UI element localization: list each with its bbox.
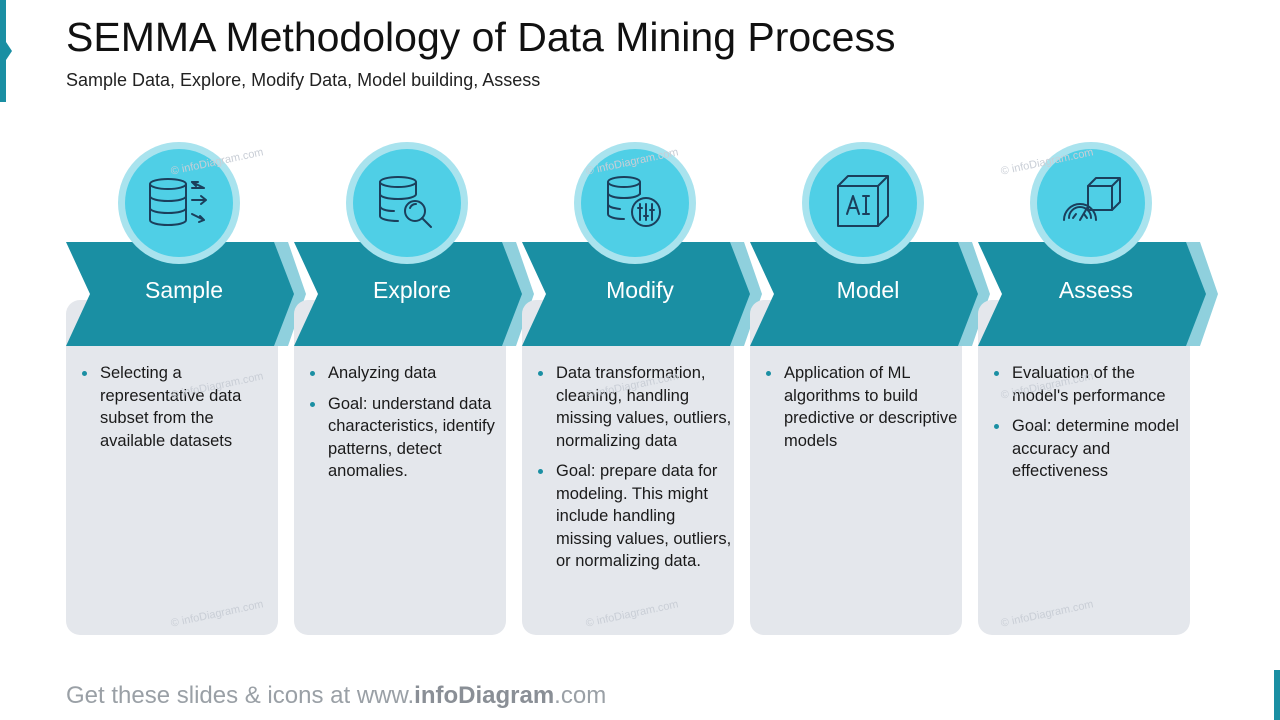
right-accent-bar [1274, 670, 1280, 720]
footer-promo: Get these slides & icons at www.infoDiag… [66, 682, 606, 710]
bullet-item: Data transformation, cleaning, handling … [538, 362, 734, 452]
step-sample: Sample Selecting a representative data s… [66, 140, 306, 640]
step-label: Modify [606, 277, 674, 303]
left-accent-notch [6, 42, 12, 60]
step-label: Explore [373, 277, 451, 303]
bullet-item: Goal: prepare data for modeling. This mi… [538, 460, 734, 573]
step-card [522, 300, 734, 635]
bullet-item: Evaluation of the model's performance [994, 362, 1190, 407]
page-subtitle: Sample Data, Explore, Modify Data, Model… [66, 70, 541, 90]
footer-suffix: .com [554, 682, 607, 709]
step-model: Model Application of ML algorithms to bu… [750, 140, 990, 640]
chevron-arrow [522, 242, 762, 346]
bullet-item: Goal: understand data characteristics, i… [310, 393, 506, 483]
bullet-item: Goal: determine model accuracy and effec… [994, 415, 1190, 483]
chevron-arrow [978, 242, 1218, 346]
left-accent-bar [0, 0, 6, 102]
step-bullets: Selecting a representative data subset f… [82, 362, 278, 460]
step-bullets: Evaluation of the model's performance Go… [994, 362, 1190, 491]
footer-prefix: Get these slides & icons at www. [66, 682, 415, 709]
step-label: Sample [145, 277, 223, 303]
step-card [978, 300, 1190, 635]
ai-cube-icon [809, 149, 917, 257]
step-assess: Assess Evaluation of the model's perform… [978, 140, 1218, 640]
step-bullets: Application of ML algorithms to build pr… [766, 362, 962, 460]
chevron-arrow [294, 242, 534, 346]
step-bullets: Data transformation, cleaning, handling … [538, 362, 734, 581]
bullet-item: Application of ML algorithms to build pr… [766, 362, 962, 452]
step-card [750, 300, 962, 635]
bullet-item: Selecting a representative data subset f… [82, 362, 278, 452]
page-title: SEMMA Methodology of Data Mining Process [66, 14, 896, 60]
step-modify: Modify Data transformation, cleaning, ha… [522, 140, 762, 640]
step-card [294, 300, 506, 635]
bullet-item: Analyzing data [310, 362, 506, 385]
step-card [66, 300, 278, 635]
database-arrows-icon [125, 149, 233, 257]
database-search-icon [353, 149, 461, 257]
step-label: Assess [1058, 277, 1134, 303]
database-settings-icon [581, 149, 689, 257]
chevron-arrow [750, 242, 990, 346]
gauge-cube-icon [1037, 149, 1145, 257]
step-bullets: Analyzing data Goal: understand data cha… [310, 362, 506, 491]
step-explore: Explore Analyzing data Goal: understand … [294, 140, 534, 640]
step-label: Model [836, 277, 900, 303]
footer-brand: infoDiagram [414, 682, 555, 709]
chevron-arrow [66, 242, 306, 346]
